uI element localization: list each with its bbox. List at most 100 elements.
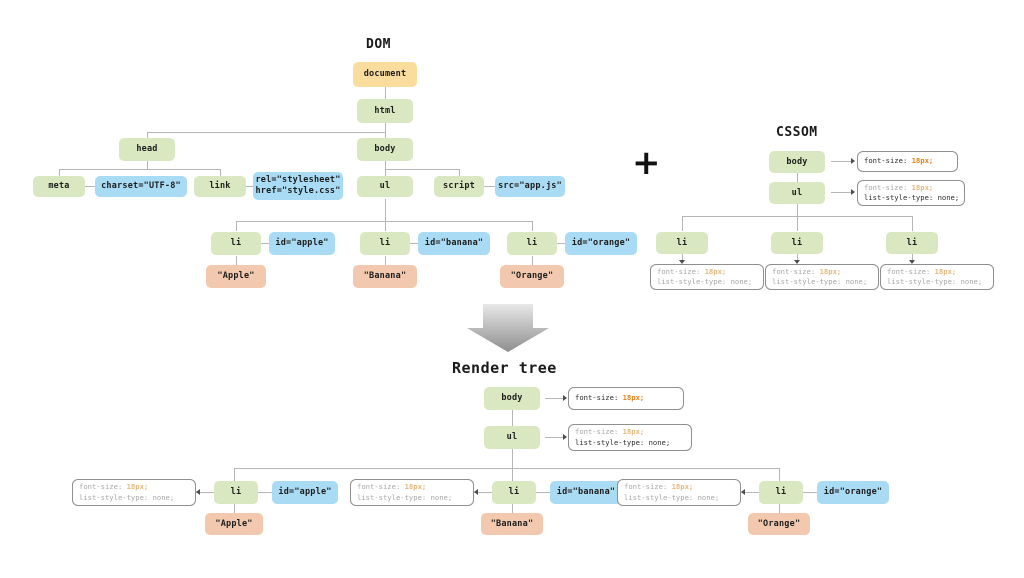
- connector-document-html: [385, 87, 386, 104]
- render-rule-li-1-decl-2: list-style-type: none;: [79, 492, 175, 502]
- dom-node-meta[interactable]: meta: [33, 176, 85, 197]
- arrowhead-rt-li2-rule: [474, 489, 478, 495]
- render-rule-li-2-decl-1: font-size: 18px;: [357, 482, 427, 492]
- render-node-li-1[interactable]: li: [214, 481, 258, 504]
- connector-bus-link: [220, 169, 221, 176]
- dom-node-ul[interactable]: ul: [357, 176, 413, 197]
- cssom-rule-li-1-decl-1: font-size: 18px;: [657, 266, 727, 276]
- connector-head-down: [147, 161, 148, 169]
- connector-bus-body: [385, 132, 386, 139]
- connector-rt-bus-li-2: [512, 468, 513, 482]
- dom-node-script-src-attr[interactable]: src="app.js": [495, 176, 565, 197]
- render-rule-li-2-decl-2: list-style-type: none;: [357, 492, 453, 502]
- cssom-node-ul[interactable]: ul: [769, 182, 825, 204]
- render-node-li-2[interactable]: li: [492, 481, 536, 504]
- connector-cssom-bus-li-2: [797, 216, 798, 231]
- connector-rt-li1-attr: [258, 492, 272, 493]
- dom-node-li-3-text[interactable]: "Orange": [500, 265, 564, 288]
- cssom-rule-li-3-decl-1: font-size: 18px;: [887, 266, 957, 276]
- dom-node-li-1-id-attr[interactable]: id="apple": [269, 232, 335, 255]
- connector-rt-li2-text: [512, 504, 513, 513]
- connector-rt-bus-li-1: [234, 468, 235, 482]
- dom-node-link-attrs[interactable]: rel="stylesheet" href="style.css": [253, 172, 343, 200]
- connector-cssom-bus-li-3: [912, 216, 913, 231]
- arrowhead-rt-ul-rule: [563, 434, 567, 440]
- connector-ul-down: [385, 199, 386, 221]
- arrowhead-cssom-li2-rule: [794, 260, 800, 264]
- connector-li2-text: [385, 256, 386, 265]
- connector-cssom-li2-rule: [797, 254, 798, 262]
- link-href-attr: href="style.css": [255, 186, 341, 196]
- cssom-node-li-3[interactable]: li: [886, 232, 938, 254]
- connector-bus-meta: [59, 169, 60, 176]
- dom-node-document[interactable]: document: [353, 62, 417, 87]
- cssom-rule-li-3-decl-2: list-style-type: none;: [887, 277, 983, 286]
- connector-rt-li3-rule: [741, 492, 759, 493]
- dom-node-li-2[interactable]: li: [360, 232, 410, 255]
- cssom-rule-li-2: font-size: 18px; list-style-type: none;: [765, 264, 879, 290]
- render-rule-li-3-decl-2: list-style-type: none;: [624, 492, 720, 502]
- connector-head-bus: [59, 169, 220, 170]
- connector-li3-attr: [557, 243, 565, 244]
- render-node-li-1-text[interactable]: "Apple": [205, 513, 263, 535]
- arrowhead-rt-li1-rule: [196, 489, 200, 495]
- connector-rt-li1-rule: [196, 492, 214, 493]
- dom-node-li-2-id-attr[interactable]: id="banana": [418, 232, 490, 255]
- connector-li1-text: [236, 256, 237, 265]
- connector-bus-li-2: [385, 221, 386, 231]
- dom-node-head[interactable]: head: [119, 138, 175, 161]
- render-rule-body-decl-1: font-size: 18px;: [575, 393, 645, 403]
- render-node-li-3[interactable]: li: [759, 481, 803, 504]
- cssom-rule-li-1: font-size: 18px; list-style-type: none;: [650, 264, 764, 290]
- downward-flow-arrow-icon: [467, 304, 549, 352]
- connector-html-down: [385, 123, 386, 132]
- connector-body-down: [385, 161, 386, 169]
- render-node-li-2-id-attr[interactable]: id="banana": [550, 481, 622, 504]
- render-node-body[interactable]: body: [484, 387, 540, 410]
- render-rule-li-1-decl-1: font-size: 18px;: [79, 482, 149, 492]
- connector-script-src: [484, 186, 495, 187]
- render-node-li-2-text[interactable]: "Banana": [481, 513, 543, 535]
- connector-rt-li3-attr: [803, 492, 817, 493]
- connector-bus-li-3: [532, 221, 533, 231]
- connector-link-attrs: [245, 186, 253, 187]
- dom-node-html[interactable]: html: [357, 99, 413, 123]
- render-node-li-3-text[interactable]: "Orange": [748, 513, 810, 535]
- cssom-rule-ul-decl-1: font-size: 18px;: [864, 182, 934, 192]
- cssom-rule-li-3: font-size: 18px; list-style-type: none;: [880, 264, 994, 290]
- connector-li1-attr: [261, 243, 269, 244]
- dom-node-script[interactable]: script: [434, 176, 484, 197]
- dom-node-link[interactable]: link: [194, 176, 246, 197]
- dom-node-li-2-text[interactable]: "Banana": [353, 265, 417, 288]
- render-node-li-3-id-attr[interactable]: id="orange": [817, 481, 889, 504]
- dom-node-li-3[interactable]: li: [507, 232, 557, 255]
- cssom-node-body[interactable]: body: [769, 151, 825, 173]
- cssom-rule-li-1-decl-2: list-style-type: none;: [657, 277, 753, 286]
- cssom-rule-li-2-decl-2: list-style-type: none;: [772, 277, 868, 286]
- dom-node-body[interactable]: body: [357, 138, 413, 161]
- connector-rt-body-ul: [512, 410, 513, 426]
- dom-node-li-3-id-attr[interactable]: id="orange": [565, 232, 637, 255]
- connector-rt-ul-rule: [545, 437, 565, 438]
- render-node-ul[interactable]: ul: [484, 426, 540, 449]
- connector-cssom-ul-down: [797, 204, 798, 216]
- dom-node-meta-charset-attr[interactable]: charset="UTF-8": [95, 176, 187, 197]
- cssom-rule-ul-decl-2: list-style-type: none;: [864, 193, 960, 202]
- cssom-rule-body-decl-1: font-size: 18px;: [864, 156, 934, 166]
- connector-cssom-body-ul: [797, 173, 798, 188]
- render-rule-ul-decl-1: font-size: 18px;: [575, 427, 645, 437]
- render-rule-li-3: font-size: 18px; list-style-type: none;: [617, 479, 741, 506]
- plus-operator-icon: +: [632, 143, 661, 183]
- dom-node-li-1-text[interactable]: "Apple": [206, 265, 266, 288]
- cssom-node-li-1[interactable]: li: [656, 232, 708, 254]
- render-rule-li-1: font-size: 18px; list-style-type: none;: [72, 479, 196, 506]
- render-node-li-1-id-attr[interactable]: id="apple": [272, 481, 338, 504]
- connector-rt-li2-attr: [536, 492, 550, 493]
- connector-li3-text: [532, 256, 533, 265]
- cssom-section-title: CSSOM: [776, 125, 818, 140]
- cssom-rule-body: font-size: 18px;: [857, 151, 958, 172]
- dom-node-li-1[interactable]: li: [211, 232, 261, 255]
- render-rule-body: font-size: 18px;: [568, 387, 684, 410]
- cssom-node-li-2[interactable]: li: [771, 232, 823, 254]
